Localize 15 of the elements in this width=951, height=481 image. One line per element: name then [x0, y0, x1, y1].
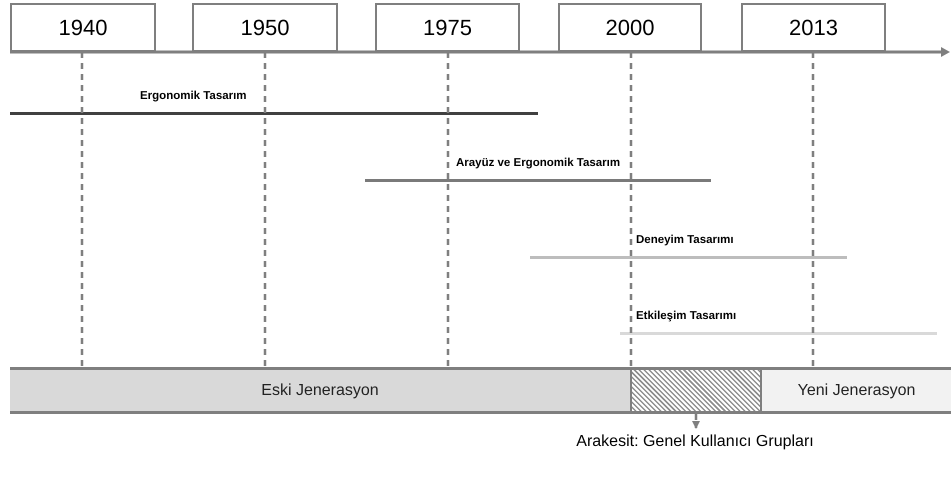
year-box: 1950: [192, 3, 338, 52]
year-box: 1940: [10, 3, 156, 52]
dashed-guide-line: [264, 52, 266, 367]
arrow: [692, 414, 700, 429]
dashed-guide-line: [80, 52, 84, 367]
generation-band: Yeni Jenerasyon: [762, 367, 951, 414]
dashed-guide-line: [446, 52, 450, 367]
hatched-overlap-box: [630, 367, 762, 414]
dashed-guide-line: [630, 52, 632, 367]
year-box: 1975: [375, 3, 520, 52]
year-box: 2013: [741, 3, 886, 52]
intersection-label: Arakesit: Genel Kullanıcı Grupları: [540, 430, 850, 454]
dashed-guide-line: [812, 52, 814, 367]
year-box: 2000: [558, 3, 702, 52]
generation-band: Eski Jenerasyon: [10, 367, 630, 414]
